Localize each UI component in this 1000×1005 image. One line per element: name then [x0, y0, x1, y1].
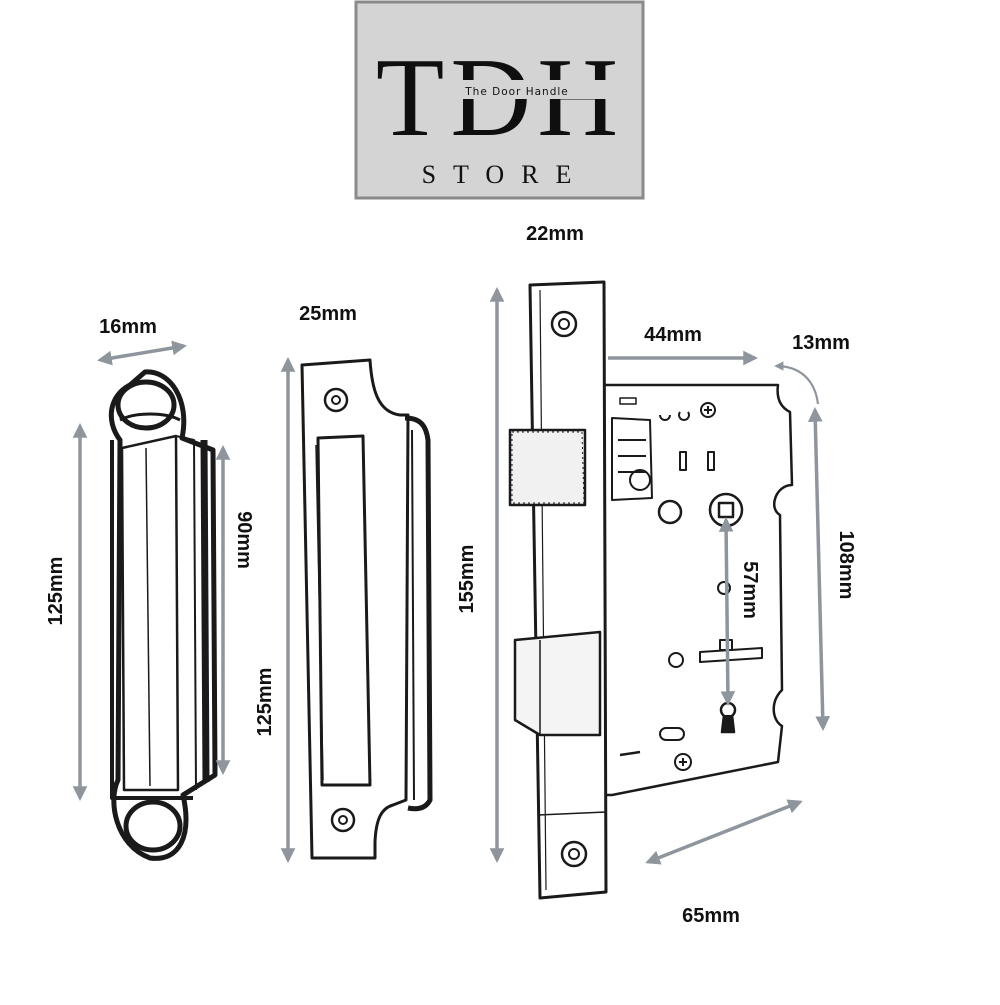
dim-label-strike-inner: 90mm — [233, 511, 255, 569]
dim-label-backset: 44mm — [644, 324, 702, 346]
mortice-lock-drawing — [508, 280, 794, 900]
dim-label-case-height: 108mm — [835, 531, 857, 600]
dim-label-forend-width: 22mm — [526, 223, 584, 245]
dimension-lines — [72, 287, 831, 865]
dim-label-forend-height: 155mm — [456, 545, 478, 614]
logo-store-text: STORE — [422, 160, 589, 189]
dim-label-case-depth: 65mm — [682, 905, 740, 927]
strike-plate-drawing — [108, 369, 218, 861]
dim-label-strike-width: 16mm — [99, 316, 157, 338]
dim-label-strike-height: 125mm — [45, 557, 67, 626]
logo-tagline: The Door Handle — [464, 86, 568, 98]
dim-label-corner: 13mm — [792, 332, 850, 354]
strike-keep-drawing — [300, 358, 433, 860]
dim-label-centres: 57mm — [739, 561, 761, 619]
brand-logo: TDH The Door Handle STORE — [354, 0, 645, 200]
dimension-labels: 16mm 125mm 90mm 25mm 125mm 22mm 155mm 44… — [45, 223, 857, 927]
dim-label-keep-width: 25mm — [299, 303, 357, 325]
dim-label-keep-height: 125mm — [254, 668, 276, 737]
